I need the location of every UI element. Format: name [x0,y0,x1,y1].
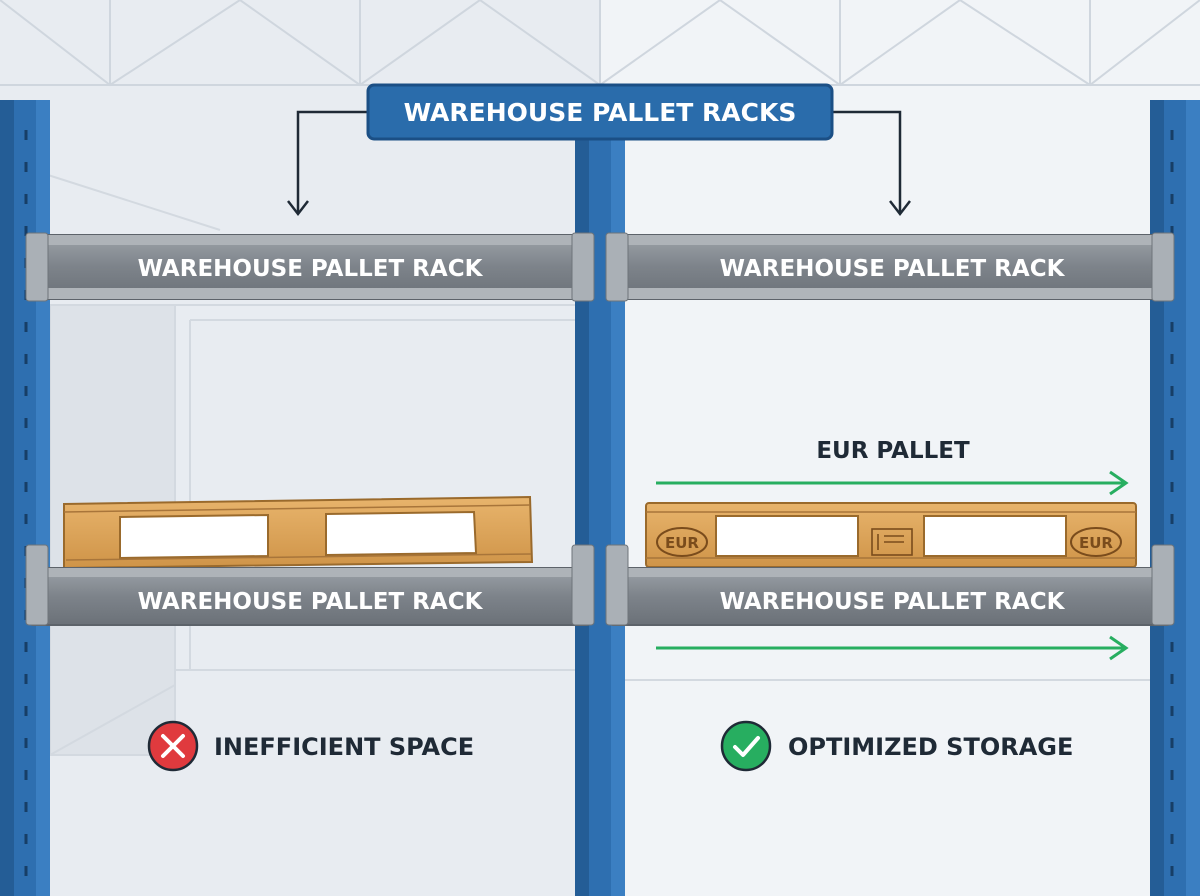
status-left-text: INEFFICIENT SPACE [214,733,474,761]
beam-bottom-left-label: WAREHOUSE PALLET RACK [138,589,484,615]
beam-top-right-label: WAREHOUSE PALLET RACK [720,256,1066,282]
x-icon [147,720,199,772]
eur-stamp-right: EUR [1070,527,1122,557]
beam-bottom-right-label: WAREHOUSE PALLET RACK [720,589,1066,615]
beam-bottom-right: WAREHOUSE PALLET RACK [605,544,1175,626]
right-upright [1150,100,1200,896]
beam-bottom-left: WAREHOUSE PALLET RACK [25,544,595,626]
eur-pallet-label: EUR PALLET [816,438,970,464]
eur-pallet: EUR EUR [645,502,1137,568]
status-right: OPTIMIZED STORAGE [720,720,1073,772]
title-connector-arrows [287,110,911,217]
status-left: INEFFICIENT SPACE [147,720,474,772]
beam-top-left: WAREHOUSE PALLET RACK [25,232,595,302]
width-arrow-bottom [656,635,1129,661]
page-title: WAREHOUSE PALLET RACKS [404,98,797,127]
beam-top-left-label: WAREHOUSE PALLET RACK [138,256,484,282]
width-arrow-top [656,470,1129,496]
pallet-tag-icon [871,528,913,556]
beam-top-right: WAREHOUSE PALLET RACK [605,232,1175,302]
left-upright [0,100,50,896]
status-right-text: OPTIMIZED STORAGE [788,733,1073,761]
misfit-pallet [63,495,534,570]
check-icon [720,720,772,772]
eur-stamp-right-text: EUR [1079,534,1113,552]
title-box: WAREHOUSE PALLET RACKS [366,83,834,141]
eur-stamp-left: EUR [656,527,708,557]
eur-stamp-left-text: EUR [665,534,699,552]
